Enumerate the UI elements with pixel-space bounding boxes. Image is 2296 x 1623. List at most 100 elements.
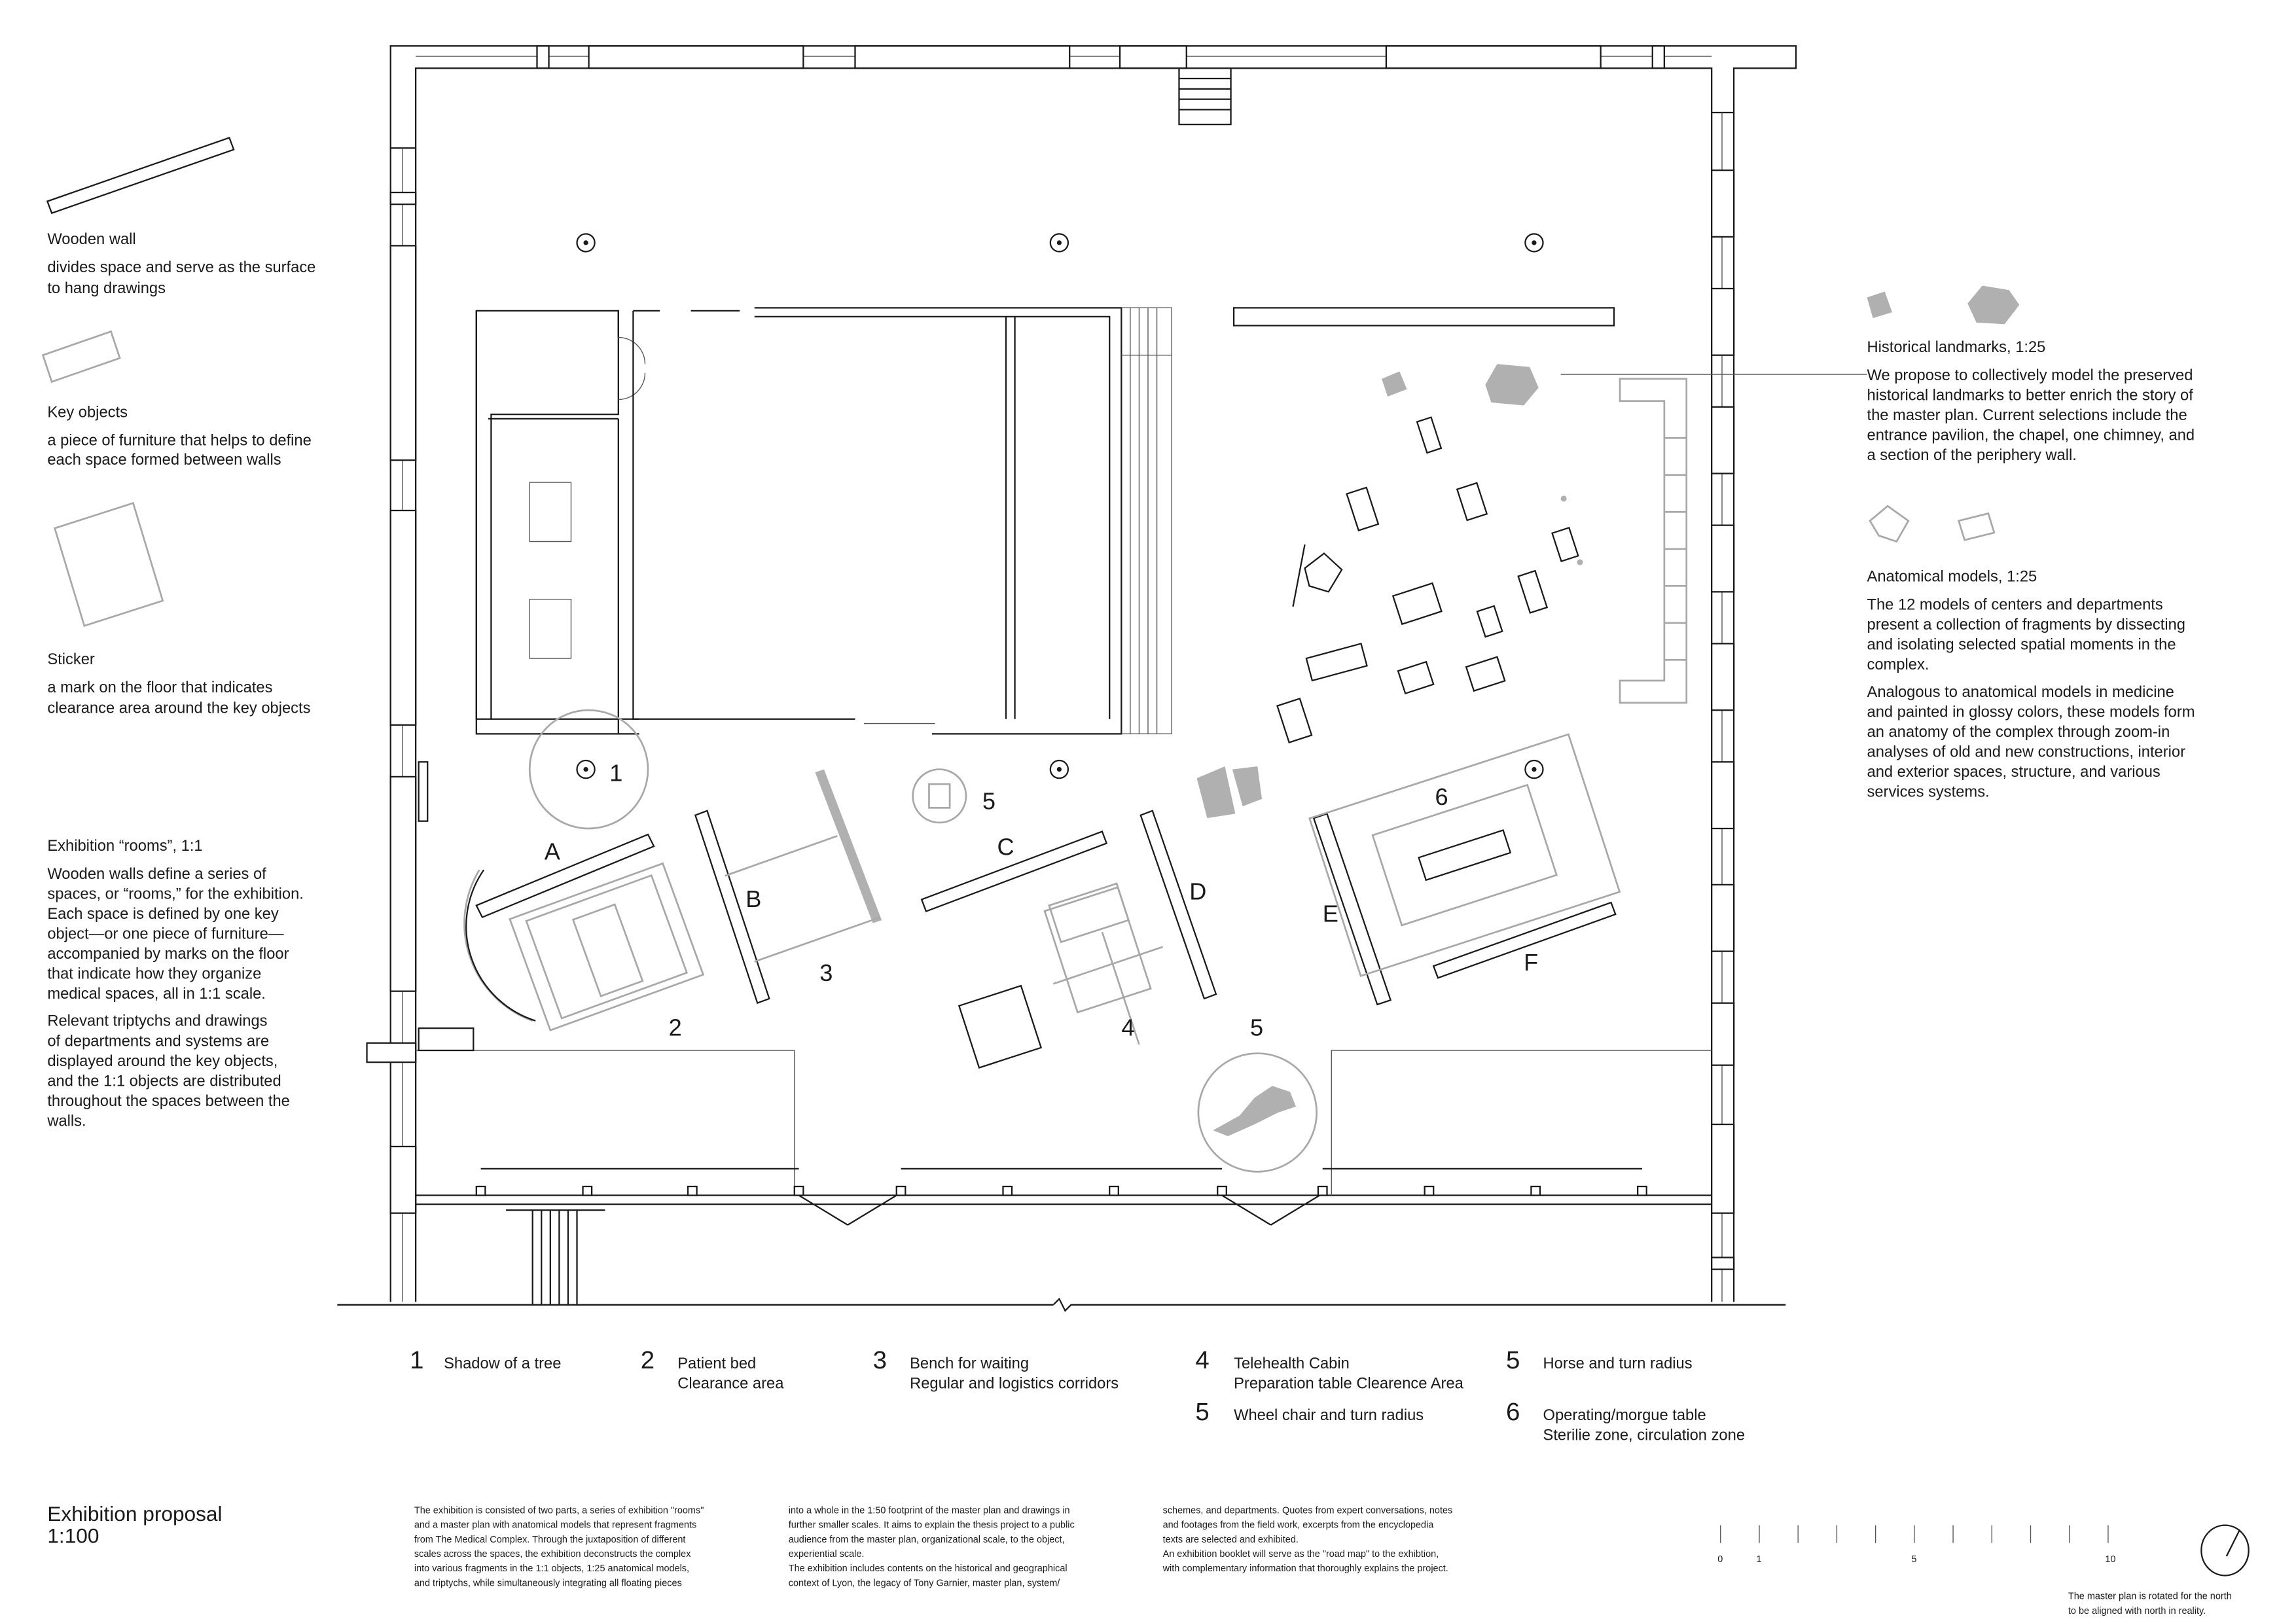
legend-line: a mark on the floor that indicates [47,679,272,696]
bench-post [1217,1185,1227,1196]
operating-table-zone [1308,733,1621,978]
telehealth-cabin [1196,766,1263,819]
key-number: 6 [1506,1398,1520,1426]
bench-post [1530,1185,1541,1196]
key-number: 5 [1506,1346,1520,1374]
key-number: 5 [1195,1398,1209,1426]
column [1049,233,1069,253]
scale-label: 5 [1911,1554,1916,1565]
text-line: and the 1:1 objects are distributed [47,1073,281,1090]
description-line: scales across the spaces, the exhibition… [414,1549,691,1560]
model-symbol [1869,505,1910,543]
space-label-6: 6 [1435,783,1448,810]
legend-title: Historical landmarks, 1:25 [1867,339,2046,356]
wooden-wall-symbol [46,136,235,215]
key-text: Bench for waiting [910,1355,1029,1372]
description-line: experiential scale. [789,1549,865,1560]
key-text: Shadow of a tree [444,1355,561,1372]
text-line: a section of the periphery wall. [1867,447,2077,464]
column [1524,759,1544,779]
description-line: audience from the master plan, organizat… [789,1535,1065,1545]
bench-post [1424,1185,1435,1196]
legend-sticker: Sticker a mark on the floor that indicat… [47,502,310,717]
text-line: complex. [1867,656,1929,673]
column [1049,759,1069,779]
description-line: context of Lyon, the legacy of Tony Garn… [789,1578,1061,1588]
text-line: and painted in glossy colors, these mode… [1867,704,2195,721]
description-line: texts are selected and exhibited. [1163,1535,1299,1545]
key-text: Regular and logistics corridors [910,1376,1119,1393]
bench-post [1109,1185,1119,1196]
space-label-2: 2 [669,1014,682,1041]
key-object-symbol [41,330,121,383]
landmark-symbol [1967,285,2020,325]
exhibition-walls [475,810,1617,1006]
bench-post [1317,1185,1328,1196]
text-line: medical spaces, all in 1:1 scale. [47,986,266,1003]
legend-line: clearance area around the key objects [47,700,310,717]
space-label-5-horse: 5 [1250,1014,1263,1041]
wall-label-b: B [745,885,761,912]
north-note-line: The master plan is rotated for the north [2068,1592,2232,1602]
key-item: 5 Wheel chair and turn radius [1195,1398,1424,1426]
legend-line: divides space and serve as the surface [47,259,315,276]
key-text: Wheel chair and turn radius [1234,1407,1424,1424]
description-line: and triptychs, while simultaneously inte… [414,1578,682,1588]
legend-title: Anatomical models, 1:25 [1867,569,2037,586]
existing-rooms [475,307,1867,735]
column [576,759,596,779]
text-line: services systems. [1867,783,1990,800]
text-line: of departments and systems are [47,1033,269,1050]
text-line: Relevant triptychs and drawings [47,1013,267,1030]
building-walls [337,45,1797,1312]
text-line: object—or one piece of furniture— [47,925,284,942]
description-line: with complementary information that thor… [1162,1563,1448,1574]
description-line: into a whole in the 1:50 footprint of th… [789,1506,1070,1516]
wall-label-a: A [545,838,561,865]
legend-title: Key objects [47,404,128,421]
space-label-3: 3 [819,959,833,986]
text-line: historical landmarks to better enrich th… [1867,387,2194,404]
space-label-5-wheelchair: 5 [982,788,996,815]
key-text: Patient bed [677,1355,756,1372]
bench-post [582,1185,593,1196]
scale-label: 1 [1756,1554,1761,1565]
sheet-scale: 1:100 [47,1524,99,1548]
description-line: further smaller scales. It aims to expla… [789,1520,1075,1531]
text-line: The 12 models of centers and departments [1867,596,2163,613]
description-line: and footages from the field work, excerp… [1163,1520,1435,1531]
bench-post [475,1185,486,1196]
bench-post [895,1185,906,1196]
text-line: spaces, or “rooms,” for the exhibition. [47,885,304,902]
wall-label-f: F [1524,949,1538,976]
text-line: walls. [46,1113,86,1130]
legend-key-objects: Key objects a piece of furniture that he… [41,330,312,469]
text-line: We propose to collectively model the pre… [1867,367,2193,384]
legend-line: each space formed between walls [47,452,281,469]
legend-title: Wooden wall [47,231,135,248]
text-line: present a collection of fragments by dis… [1867,616,2186,633]
legend-wooden-wall: Wooden wall divides space and serve as t… [46,136,315,297]
scale-label: 10 [2105,1554,2115,1565]
key-item: 5 Horse and turn radius [1506,1346,1693,1374]
description-text: The exhibition is consisted of two parts… [414,1506,1452,1589]
floor-plan: A B C D E F 1 2 3 4 5 5 6 [337,45,1867,1312]
legend-rooms: Exhibition “rooms”, 1:1 Wooden walls def… [46,838,304,1130]
key-text: Telehealth Cabin [1234,1355,1350,1372]
text-line: Each space is defined by one key [47,906,279,923]
wall-label-e: E [1323,900,1338,927]
key-text: Horse and turn radius [1543,1355,1693,1372]
description-line: The exhibition includes contents on the … [789,1563,1067,1574]
bench-post [793,1185,804,1196]
text-line: that indicate how they organize [47,965,261,982]
waiting-bench [815,769,882,923]
anatomical-models [1276,364,1583,743]
text-line: an anatomy of the complex through zoom-i… [1867,724,2170,741]
bench-post [1002,1185,1013,1196]
